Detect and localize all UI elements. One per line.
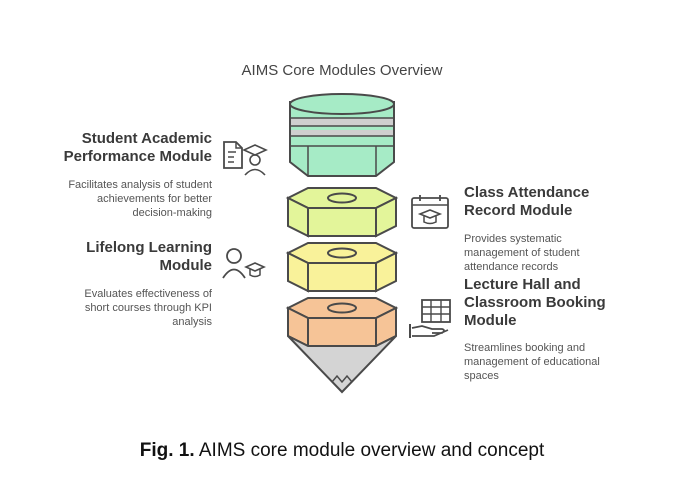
module-desc-line: Streamlines booking and <box>464 342 586 354</box>
module-desc-line: spaces <box>464 370 499 382</box>
stack-segment-lifelong-learning <box>285 242 399 293</box>
module-title-line: Module <box>159 257 213 274</box>
figure-caption-text: AIMS core module overview and concept <box>194 440 545 461</box>
module-title-line: Performance Module <box>63 148 212 165</box>
module-desc-line: Provides systematic <box>464 233 562 245</box>
module-title-line: Module <box>464 312 517 329</box>
module-stack-graphic <box>285 93 399 394</box>
document-graduate-icon <box>223 141 268 176</box>
module-desc-line: decision-making <box>132 207 212 219</box>
stack-segment-lecture-hall-booking <box>285 297 399 348</box>
module-desc-line: short courses through KPI <box>84 302 212 314</box>
module-title-line: Lecture Hall and <box>464 276 581 293</box>
module-desc-line: Evaluates effectiveness of <box>84 288 212 300</box>
stack-pencil-tip <box>287 335 397 394</box>
module-desc-line: management of educational <box>464 356 600 368</box>
calendar-graduation-cap-icon <box>411 195 449 229</box>
module-title-line: Lifelong Learning <box>86 239 212 256</box>
module-title-student-academic: Student Academic Performance Module <box>64 130 212 166</box>
module-title-line: Classroom Booking <box>464 294 606 311</box>
module-desc-student-academic: Facilitates analysis of student achievem… <box>68 178 212 220</box>
module-desc-line: analysis <box>172 316 212 328</box>
module-title-line: Record Module <box>464 202 573 219</box>
module-title-lecture-hall-booking: Lecture Hall and Classroom Booking Modul… <box>464 276 606 330</box>
table-hand-icon <box>409 299 451 338</box>
module-desc-line: Facilitates analysis of student <box>68 179 212 191</box>
module-desc-line: management of student <box>464 247 580 259</box>
module-title-lifelong-learning: Lifelong Learning Module <box>86 239 212 275</box>
module-desc-line: attendance records <box>464 261 559 273</box>
module-title-line: Class Attendance <box>464 184 590 201</box>
figure-caption: Fig. 1. AIMS core module overview and co… <box>0 440 684 462</box>
stack-segment-class-attendance <box>285 187 399 238</box>
module-desc-line: achievements for better <box>97 193 212 205</box>
module-desc-lifelong-learning: Evaluates effectiveness of short courses… <box>84 287 212 329</box>
person-graduation-cap-icon <box>222 248 266 279</box>
figure-caption-label: Fig. 1. <box>139 440 195 461</box>
stack-segment-student-academic <box>289 93 395 177</box>
module-desc-class-attendance: Provides systematic management of studen… <box>464 232 580 274</box>
module-title-class-attendance: Class Attendance Record Module <box>464 184 589 220</box>
module-desc-lecture-hall-booking: Streamlines booking and management of ed… <box>464 341 600 383</box>
module-title-line: Student Academic <box>81 130 212 147</box>
diagram-title: AIMS Core Modules Overview <box>241 62 443 79</box>
